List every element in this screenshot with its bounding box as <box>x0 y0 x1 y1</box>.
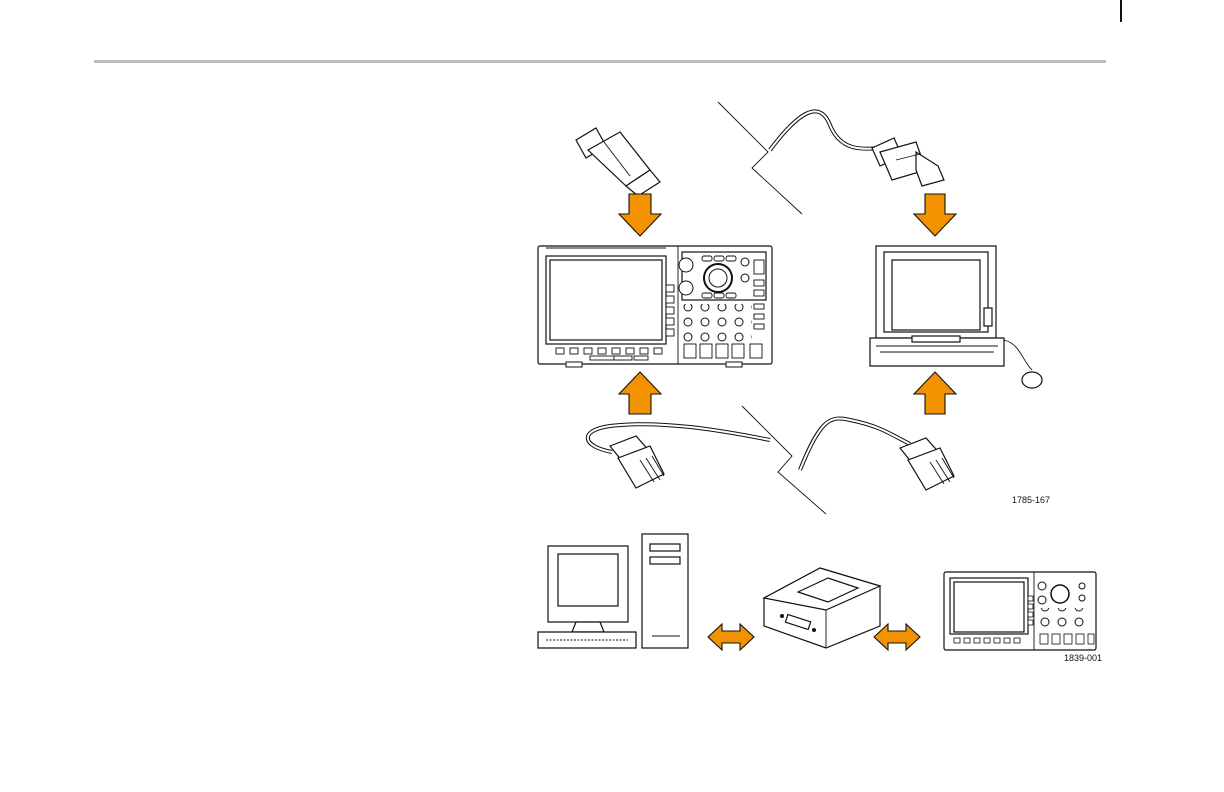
rj45-plug-icon <box>900 438 954 490</box>
figure-label: 1785-167 <box>1012 495 1050 505</box>
gpib-adapter-icon <box>764 568 880 648</box>
double-arrow-icon <box>874 624 920 650</box>
usb-a-plug-icon <box>872 138 944 186</box>
laptop-icon <box>870 246 1042 388</box>
usb-cable <box>539 98 944 214</box>
down-arrow-icon <box>619 194 661 236</box>
mouse-icon <box>1022 372 1042 388</box>
up-arrow-icon <box>914 372 956 414</box>
usb-b-plug-icon <box>576 128 660 196</box>
down-arrow-icon <box>914 194 956 236</box>
oscilloscope-icon <box>538 246 772 367</box>
oscilloscope-icon <box>944 572 1096 650</box>
ethernet-cable <box>588 406 954 514</box>
rj45-plug-icon <box>610 436 664 488</box>
double-arrow-icon <box>708 624 754 650</box>
figure-label: 1839-001 <box>1064 653 1102 663</box>
up-arrow-icon <box>619 372 661 414</box>
desktop-computer-icon <box>538 534 688 648</box>
